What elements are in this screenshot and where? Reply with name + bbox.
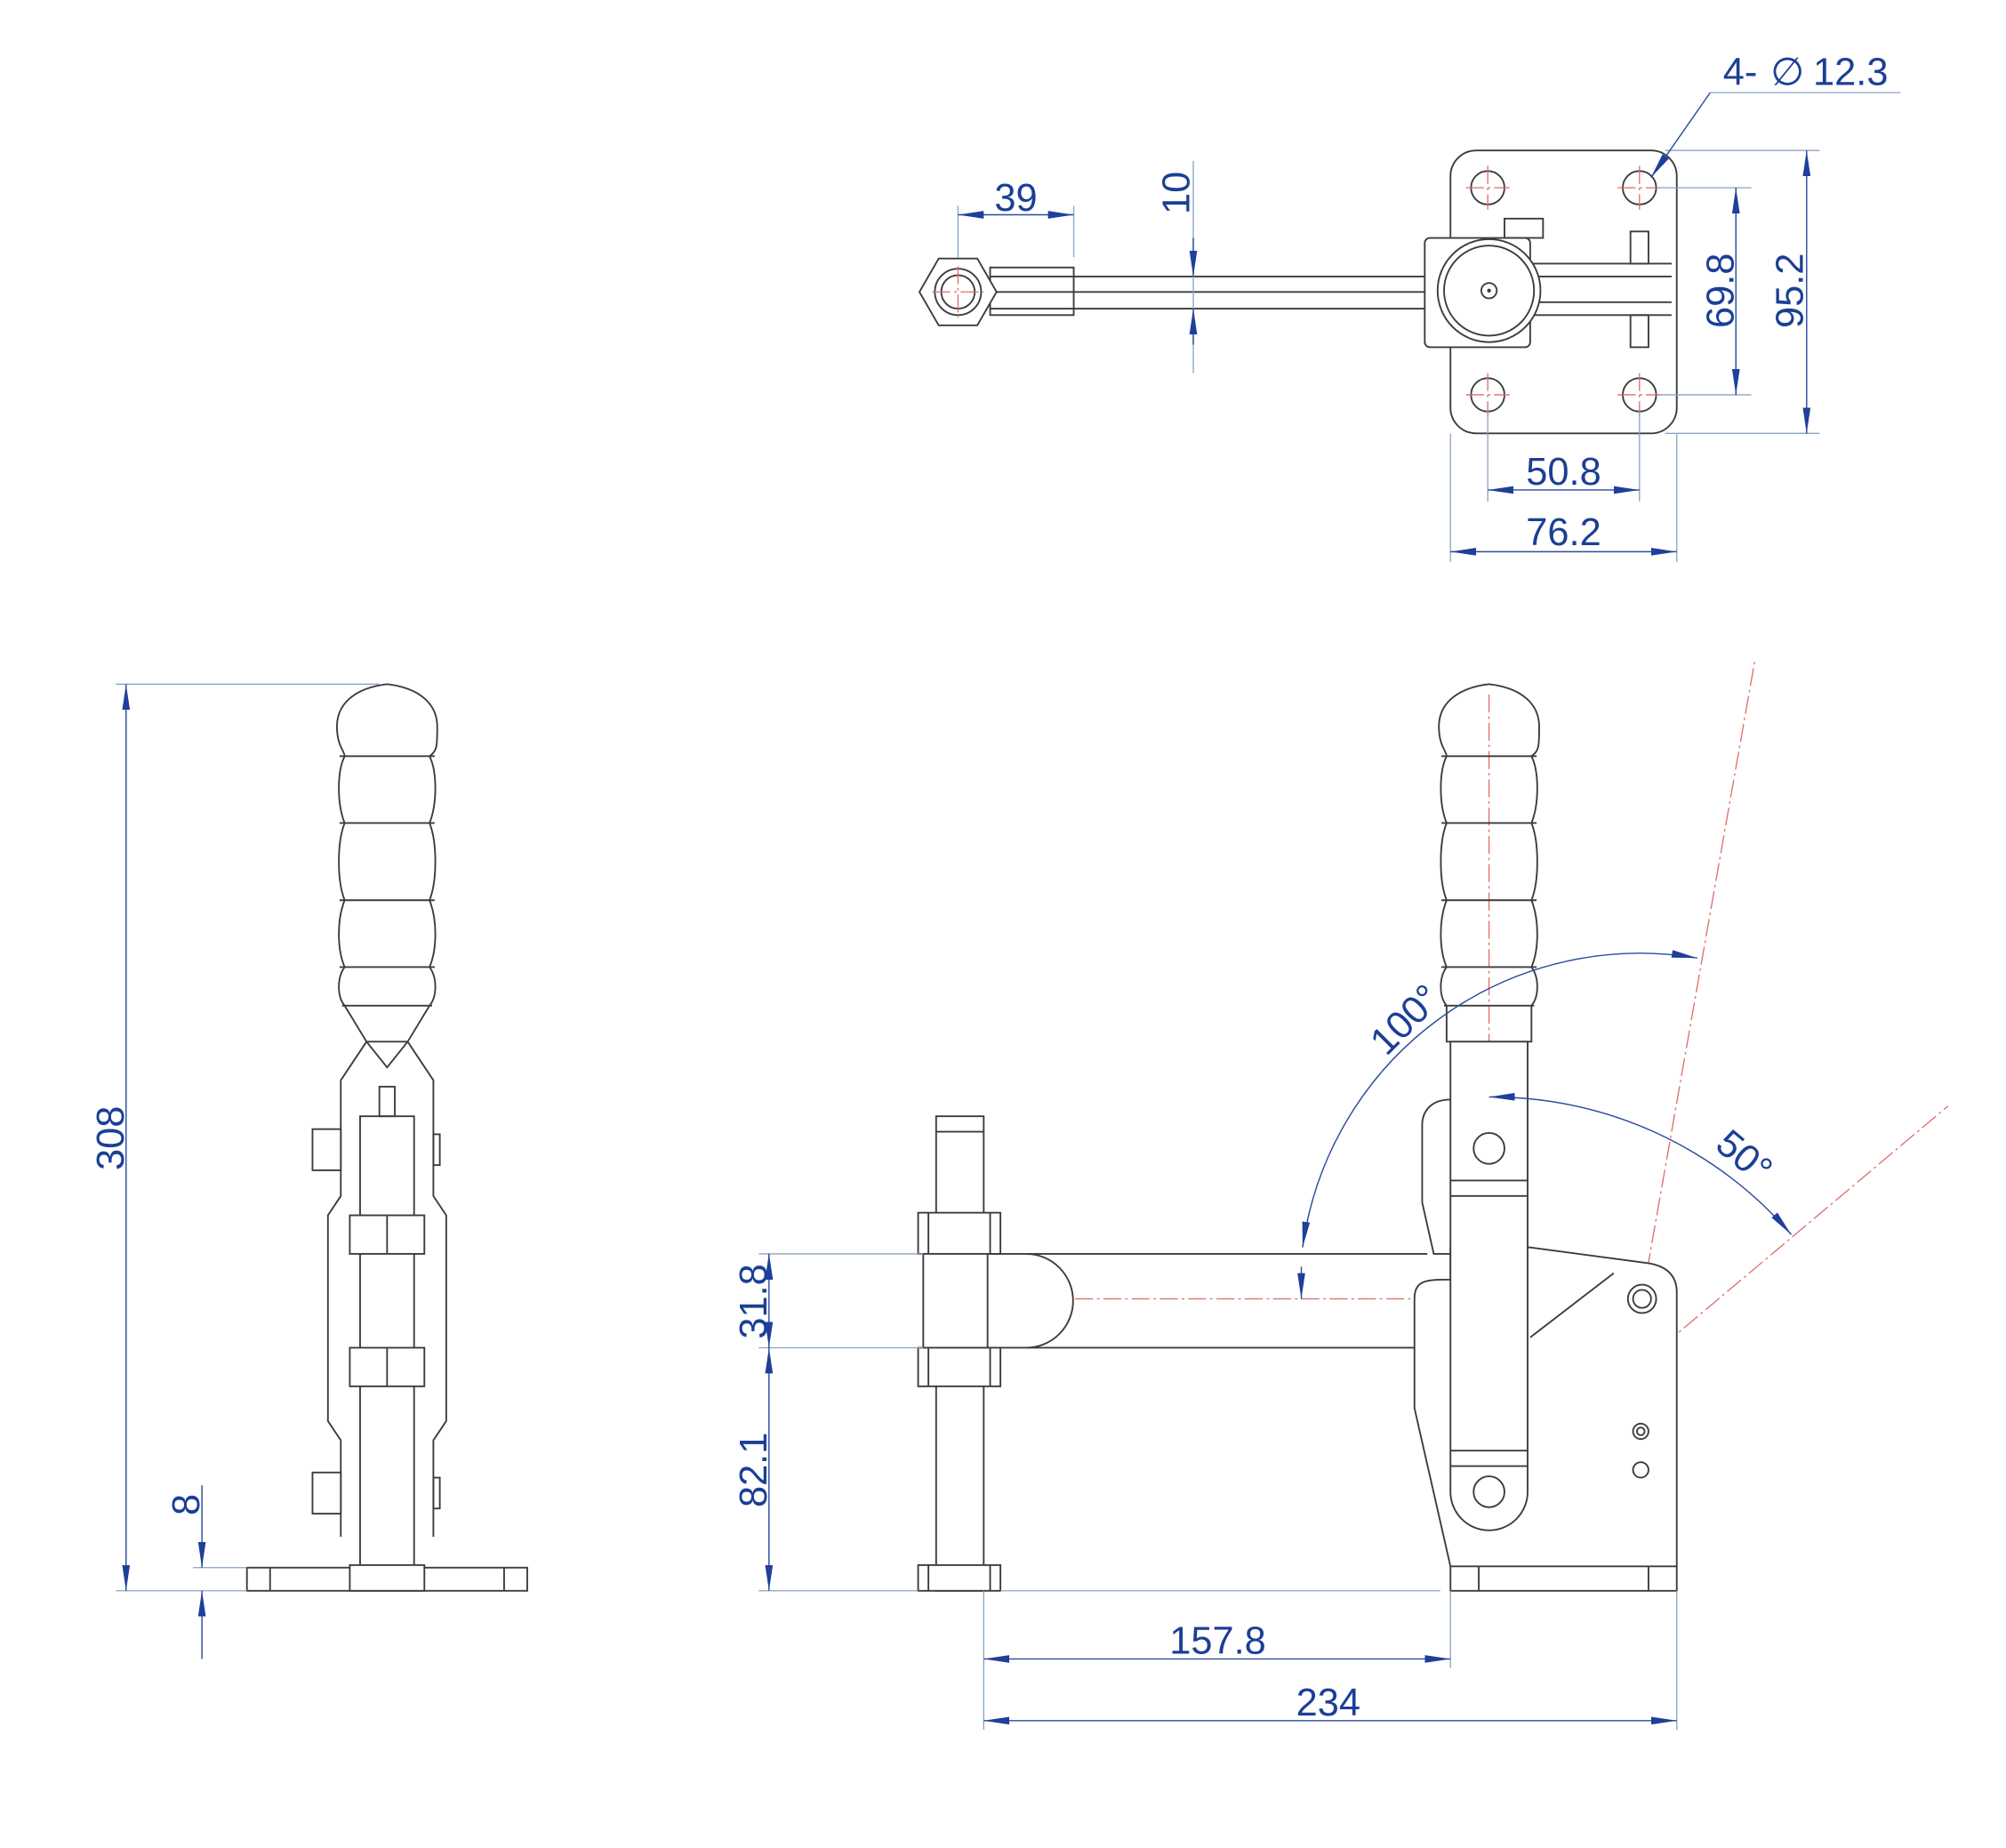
handle-lever: [1449, 1041, 1529, 1531]
hex-nut: [918, 257, 998, 326]
top-view: 39 10 69.8 95.2 50.8 76.2 4- ∅ 12.3: [918, 51, 1901, 562]
nut: [917, 1211, 1002, 1255]
clamp-arm-top: [918, 257, 1428, 326]
handle-grip-side: [335, 683, 438, 1043]
hole-callout: 4- ∅ 12.3: [1723, 51, 1889, 93]
svg-text:4-: 4-: [1723, 51, 1758, 93]
front-view: 100° 50° 31.8 82.1 157.8 234: [733, 658, 1949, 1730]
dim-69-8: 69.8: [1699, 253, 1742, 328]
dim-82-1: 82.1: [733, 1433, 775, 1507]
dim-50-8: 50.8: [1526, 451, 1601, 494]
dim-31-8: 31.8: [733, 1264, 775, 1338]
svg-text:12.3: 12.3: [1813, 51, 1888, 93]
side-view: 308 8: [90, 683, 528, 1659]
dim-39: 39: [994, 177, 1037, 220]
dim-308: 308: [90, 1106, 132, 1170]
dim-157-8: 157.8: [1169, 1620, 1266, 1663]
dim-76-2: 76.2: [1526, 511, 1601, 554]
dim-8: 8: [165, 1494, 208, 1515]
nut: [917, 1346, 1002, 1387]
dim-angle-50: 50°: [1708, 1121, 1780, 1192]
dim-angle-100: 100°: [1362, 976, 1448, 1063]
dim-10: 10: [1156, 172, 1199, 214]
spindle-tip: [917, 1563, 1002, 1592]
svg-text:∅: ∅: [1770, 51, 1804, 93]
dim-234: 234: [1296, 1682, 1360, 1724]
dim-95-2: 95.2: [1769, 253, 1811, 328]
clamp-arm: [983, 1252, 1074, 1349]
pivot-pin: [1626, 1283, 1657, 1314]
